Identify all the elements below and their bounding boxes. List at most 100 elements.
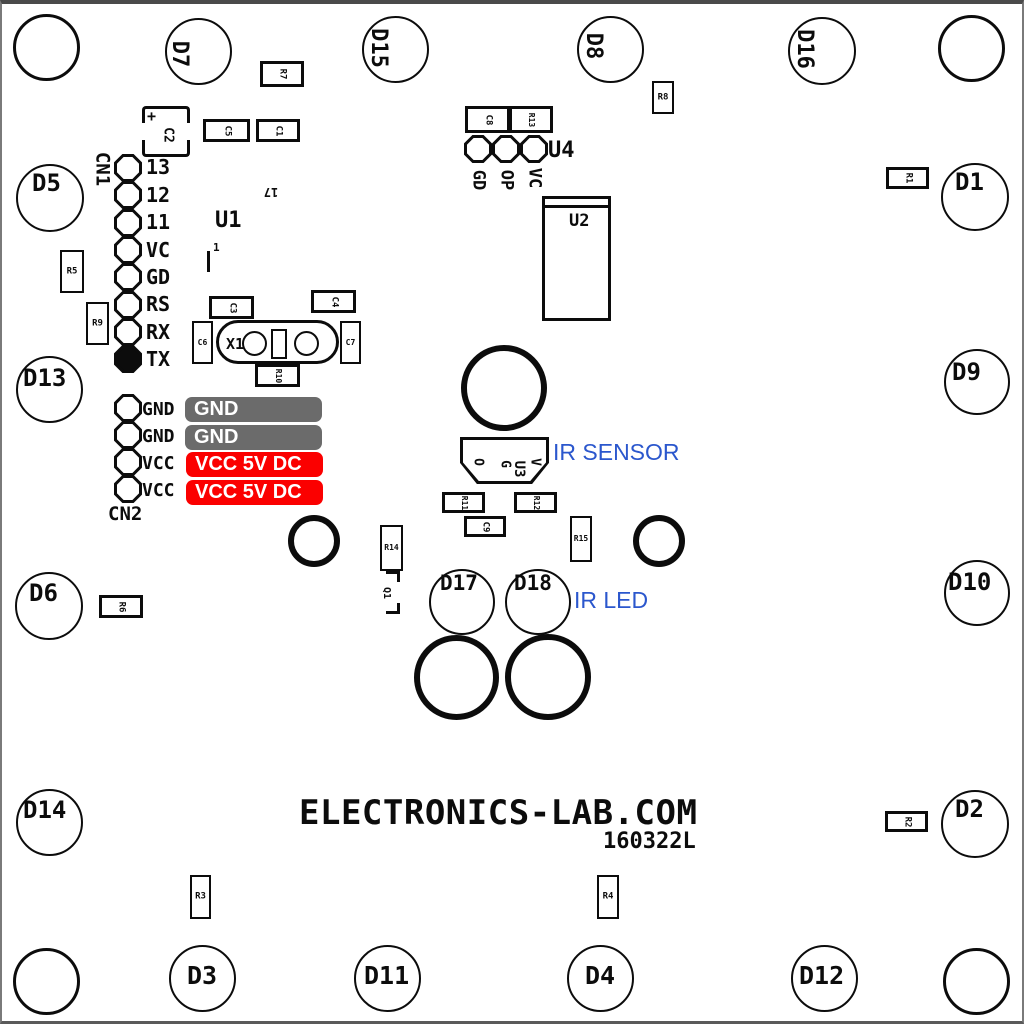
ref-label: R8: [657, 92, 669, 102]
crystal-x1: X1: [216, 320, 339, 364]
cn1-pad: [114, 209, 142, 237]
gnd-box: GND: [185, 397, 322, 422]
u4-pin-label: GD: [468, 169, 489, 191]
led-d7: [165, 18, 232, 85]
cn1-pad: [114, 291, 142, 319]
resistor-r1: R1: [886, 167, 929, 189]
cap-c2-outline-bottom: [142, 140, 190, 157]
led-d15: [362, 16, 429, 83]
led-d14: [16, 789, 83, 856]
cn2-pad: [114, 394, 142, 422]
led-label: D6: [29, 579, 58, 607]
ref-label: R6: [116, 601, 127, 612]
silk-17-mark: 17: [263, 185, 279, 199]
q1-corner-mark: [386, 603, 400, 614]
ref-label: R12: [531, 495, 541, 510]
cn1-pad: [114, 236, 142, 264]
brand-text: ELECTRONICS-LAB.COM: [299, 793, 698, 833]
u1-pin1-number: 1: [213, 241, 220, 254]
cn2-pad: [114, 448, 142, 476]
cn1-pin-label: RX: [146, 320, 171, 344]
cap-c3: C3: [209, 296, 254, 319]
led-label: D15: [366, 28, 391, 68]
ic-u1-label: U1: [215, 208, 242, 233]
resistor-r14: R14: [380, 525, 403, 571]
led-d5: [16, 164, 84, 232]
led-label: D9: [952, 358, 981, 386]
mounting-hole-top-left: [13, 14, 80, 81]
led-label: D1: [955, 168, 984, 196]
u4-pad: [492, 135, 520, 163]
ref-label: R4: [602, 891, 614, 902]
resistor-r3: R3: [190, 875, 211, 919]
vcc-box: VCC 5V DC: [186, 480, 323, 505]
led-label: D12: [799, 961, 845, 990]
led-d9: [944, 349, 1010, 415]
cn1-pad: [114, 263, 142, 291]
cap-c9: C9: [464, 516, 506, 537]
ref-label: R13: [527, 112, 536, 127]
ref-label: C7: [345, 337, 356, 347]
cn1-pad-tx: [114, 345, 142, 373]
led-label: D11: [364, 961, 410, 990]
crystal-label: X1: [226, 335, 245, 353]
led-d6: [15, 572, 83, 640]
ref-label: R9: [92, 318, 103, 328]
u4-pin-label: OP: [496, 169, 517, 191]
led-label: D2: [955, 795, 984, 823]
resistor-r13: R13: [509, 106, 553, 133]
hole-right: [633, 515, 685, 567]
cap-c8: C8: [465, 106, 510, 133]
ic-u2-label: U2: [569, 211, 590, 231]
x1-pad-circle: [242, 331, 267, 356]
cn2-pin-label: GND: [142, 426, 175, 447]
u3-pin-label: O: [470, 458, 486, 466]
ref-label: C9: [480, 521, 491, 532]
ref-label: C6: [197, 337, 208, 347]
hole-bottom-right: [505, 634, 591, 720]
led-d1: [941, 163, 1009, 231]
vcc-box: VCC 5V DC: [186, 452, 323, 477]
cn1-pin-label: 12: [146, 183, 171, 207]
ref-label: C5: [222, 125, 232, 136]
hole-ir-sensor: [461, 345, 547, 431]
cn1-pin-label: TX: [146, 347, 171, 371]
led-d2: [941, 790, 1009, 858]
u4-pad: [464, 135, 492, 163]
ic-u3-label: U3: [511, 460, 527, 478]
led-label: D16: [792, 29, 817, 69]
resistor-r2: R2: [885, 811, 928, 832]
led-label: D7: [167, 40, 192, 68]
led-label: D17: [440, 571, 478, 595]
mounting-hole-bottom-left: [13, 948, 80, 1015]
ref-label: R1: [903, 172, 913, 184]
cn1-pad: [114, 181, 142, 209]
led-label: D3: [187, 961, 218, 990]
resistor-r10: R10: [255, 364, 300, 387]
resistor-r4: R4: [597, 875, 619, 919]
led-label: D4: [585, 961, 616, 990]
resistor-r9: R9: [86, 302, 109, 345]
resistor-r12: R12: [514, 492, 557, 513]
x1-pad-circle: [294, 331, 319, 356]
cn1-pin-label: RS: [146, 292, 171, 316]
ref-label: R2: [902, 816, 912, 827]
led-d17: [429, 569, 495, 635]
led-d3: [169, 945, 236, 1012]
cn2-pin-label: GND: [142, 399, 175, 420]
cap-c1: C1: [256, 119, 300, 142]
cn1-pad: [114, 154, 142, 182]
mounting-hole-bottom-right: [943, 948, 1010, 1015]
cn1-pin-label: GD: [146, 265, 171, 289]
cn1-pin-label: VC: [146, 238, 171, 262]
plus-mark: +: [147, 107, 157, 125]
x1-body-rect: [271, 329, 287, 359]
u3-pin-label: V: [527, 458, 543, 466]
ir-led-annotation: IR LED: [574, 587, 649, 613]
header-cn1-label: CN1: [91, 151, 114, 187]
cap-c4: C4: [311, 290, 356, 313]
hole-left: [288, 515, 340, 567]
ref-label: C4: [329, 296, 339, 307]
u4-pad: [520, 135, 548, 163]
resistor-r6: R6: [99, 595, 143, 618]
